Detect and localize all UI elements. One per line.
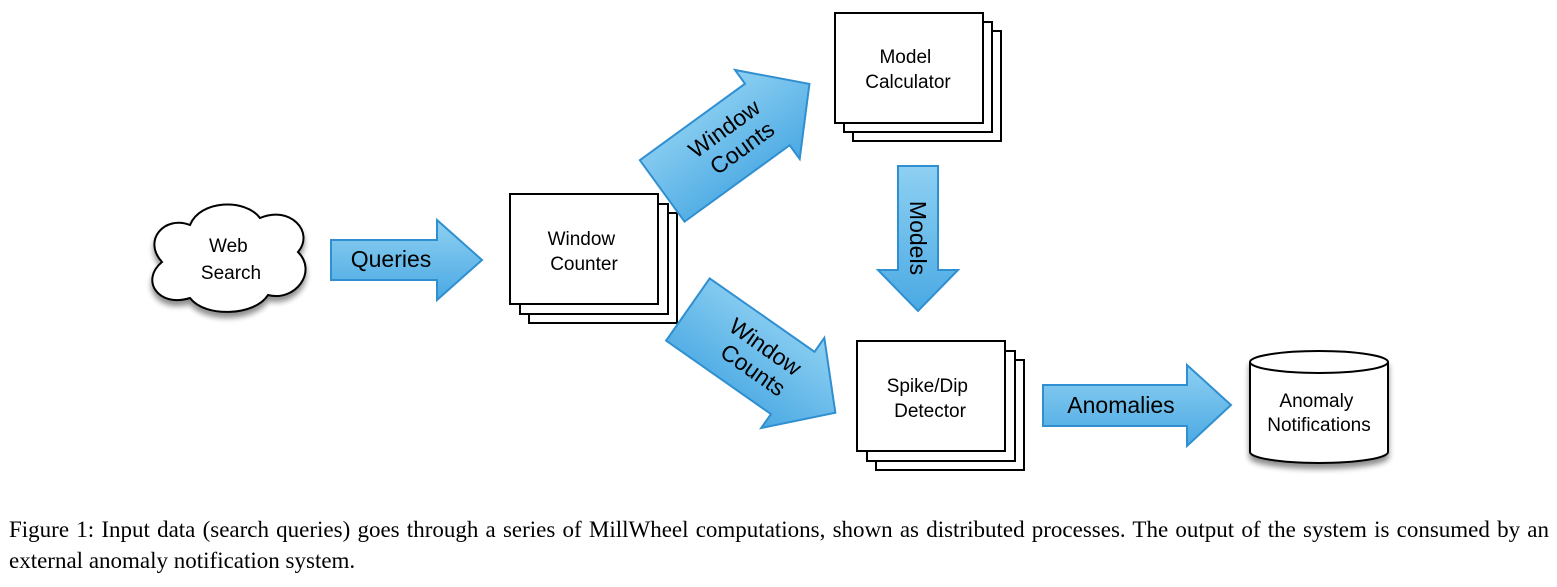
queries-arrow: Queries [330, 217, 484, 303]
window-counts-down-arrow: Window Counts [664, 277, 837, 430]
window-counter-node: Window Counter [509, 193, 678, 324]
svg-text:Web Search: Web Search [201, 236, 261, 284]
cloud-shape [151, 203, 307, 313]
models-arrow: Models [875, 165, 961, 313]
window-counter-label-line1: Window [548, 229, 616, 250]
cylinder-top [1249, 350, 1389, 374]
model-calculator-box-front [834, 12, 984, 124]
model-calculator-label-line1: Model [879, 47, 931, 68]
model-calculator-node: Model Calculator [834, 12, 1002, 142]
svg-text:Model Calculator: Model Calculator [865, 47, 951, 93]
spike-dip-detector-node: Spike/Dip Detector [856, 340, 1025, 471]
queries-arrow-shape [330, 217, 484, 303]
web-search-label-line2: Search [201, 263, 261, 284]
window-counts-down-arrow-shape [664, 277, 837, 430]
queries-arrow-label: Queries [351, 246, 432, 272]
svg-text:Anomaly Notifications: Anomaly Notifications [1267, 391, 1371, 436]
window-counter-label-line2: Counter [550, 254, 618, 275]
anomalies-arrow: Anomalies [1042, 362, 1233, 449]
anomaly-notifications-cylinder [1249, 350, 1389, 464]
spike-dip-detector-label-line1: Spike/Dip [887, 376, 968, 397]
window-counts-up-arrow-shape [638, 68, 811, 224]
svg-text:Spike/Dip Detector: Spike/Dip Detector [887, 376, 974, 422]
web-search-label-line1: Web [209, 236, 248, 257]
models-arrow-label: Models [905, 201, 931, 275]
figure-caption: Figure 1: Input data (search queries) go… [9, 517, 1549, 573]
svg-text:Window Counter: Window Counter [548, 229, 621, 275]
anomalies-arrow-label: Anomalies [1067, 392, 1174, 418]
web-search-cloud [151, 203, 307, 313]
models-arrow-shape [875, 165, 961, 313]
spike-dip-detector-box-front [856, 340, 1006, 452]
anomaly-notifications-label-line1: Anomaly [1279, 391, 1353, 412]
window-counter-box-front [509, 193, 659, 305]
anomaly-notifications-label-line2: Notifications [1267, 415, 1371, 436]
cylinder-body [1249, 362, 1389, 464]
anomalies-arrow-shape [1042, 362, 1233, 449]
model-calculator-label-line2: Calculator [865, 72, 951, 93]
millwheel-pipeline-diagram: Web Search Queries Window Counter Window… [151, 12, 1389, 471]
spike-dip-detector-label-line2: Detector [894, 401, 966, 422]
